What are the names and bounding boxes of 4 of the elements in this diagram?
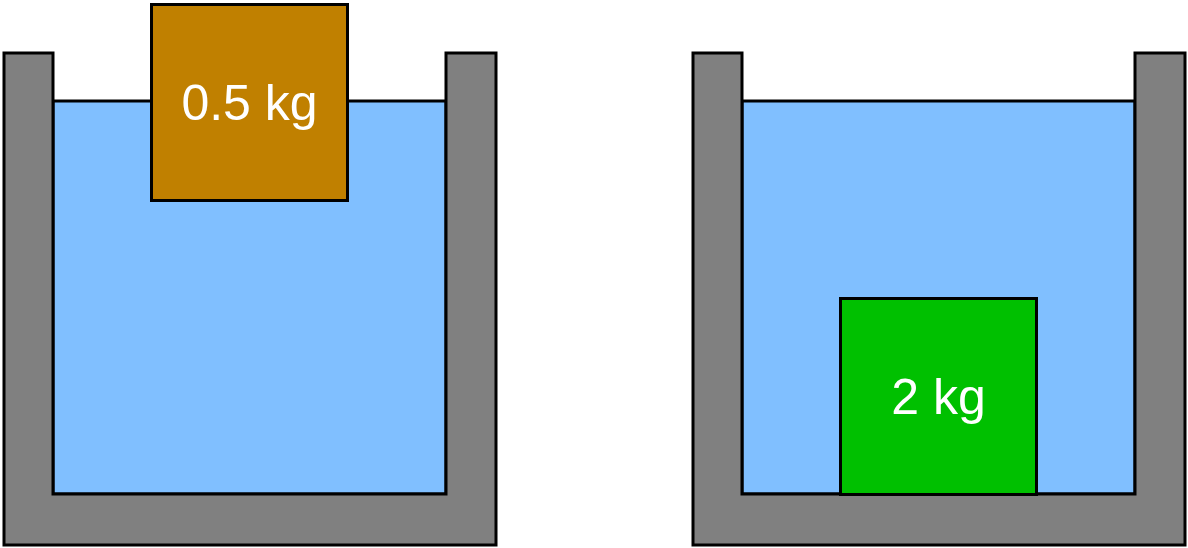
mass-label: 2 kg [891,367,986,426]
mass-label: 0.5 kg [181,73,318,132]
weight-block [150,3,349,202]
weight-block [839,297,1038,496]
